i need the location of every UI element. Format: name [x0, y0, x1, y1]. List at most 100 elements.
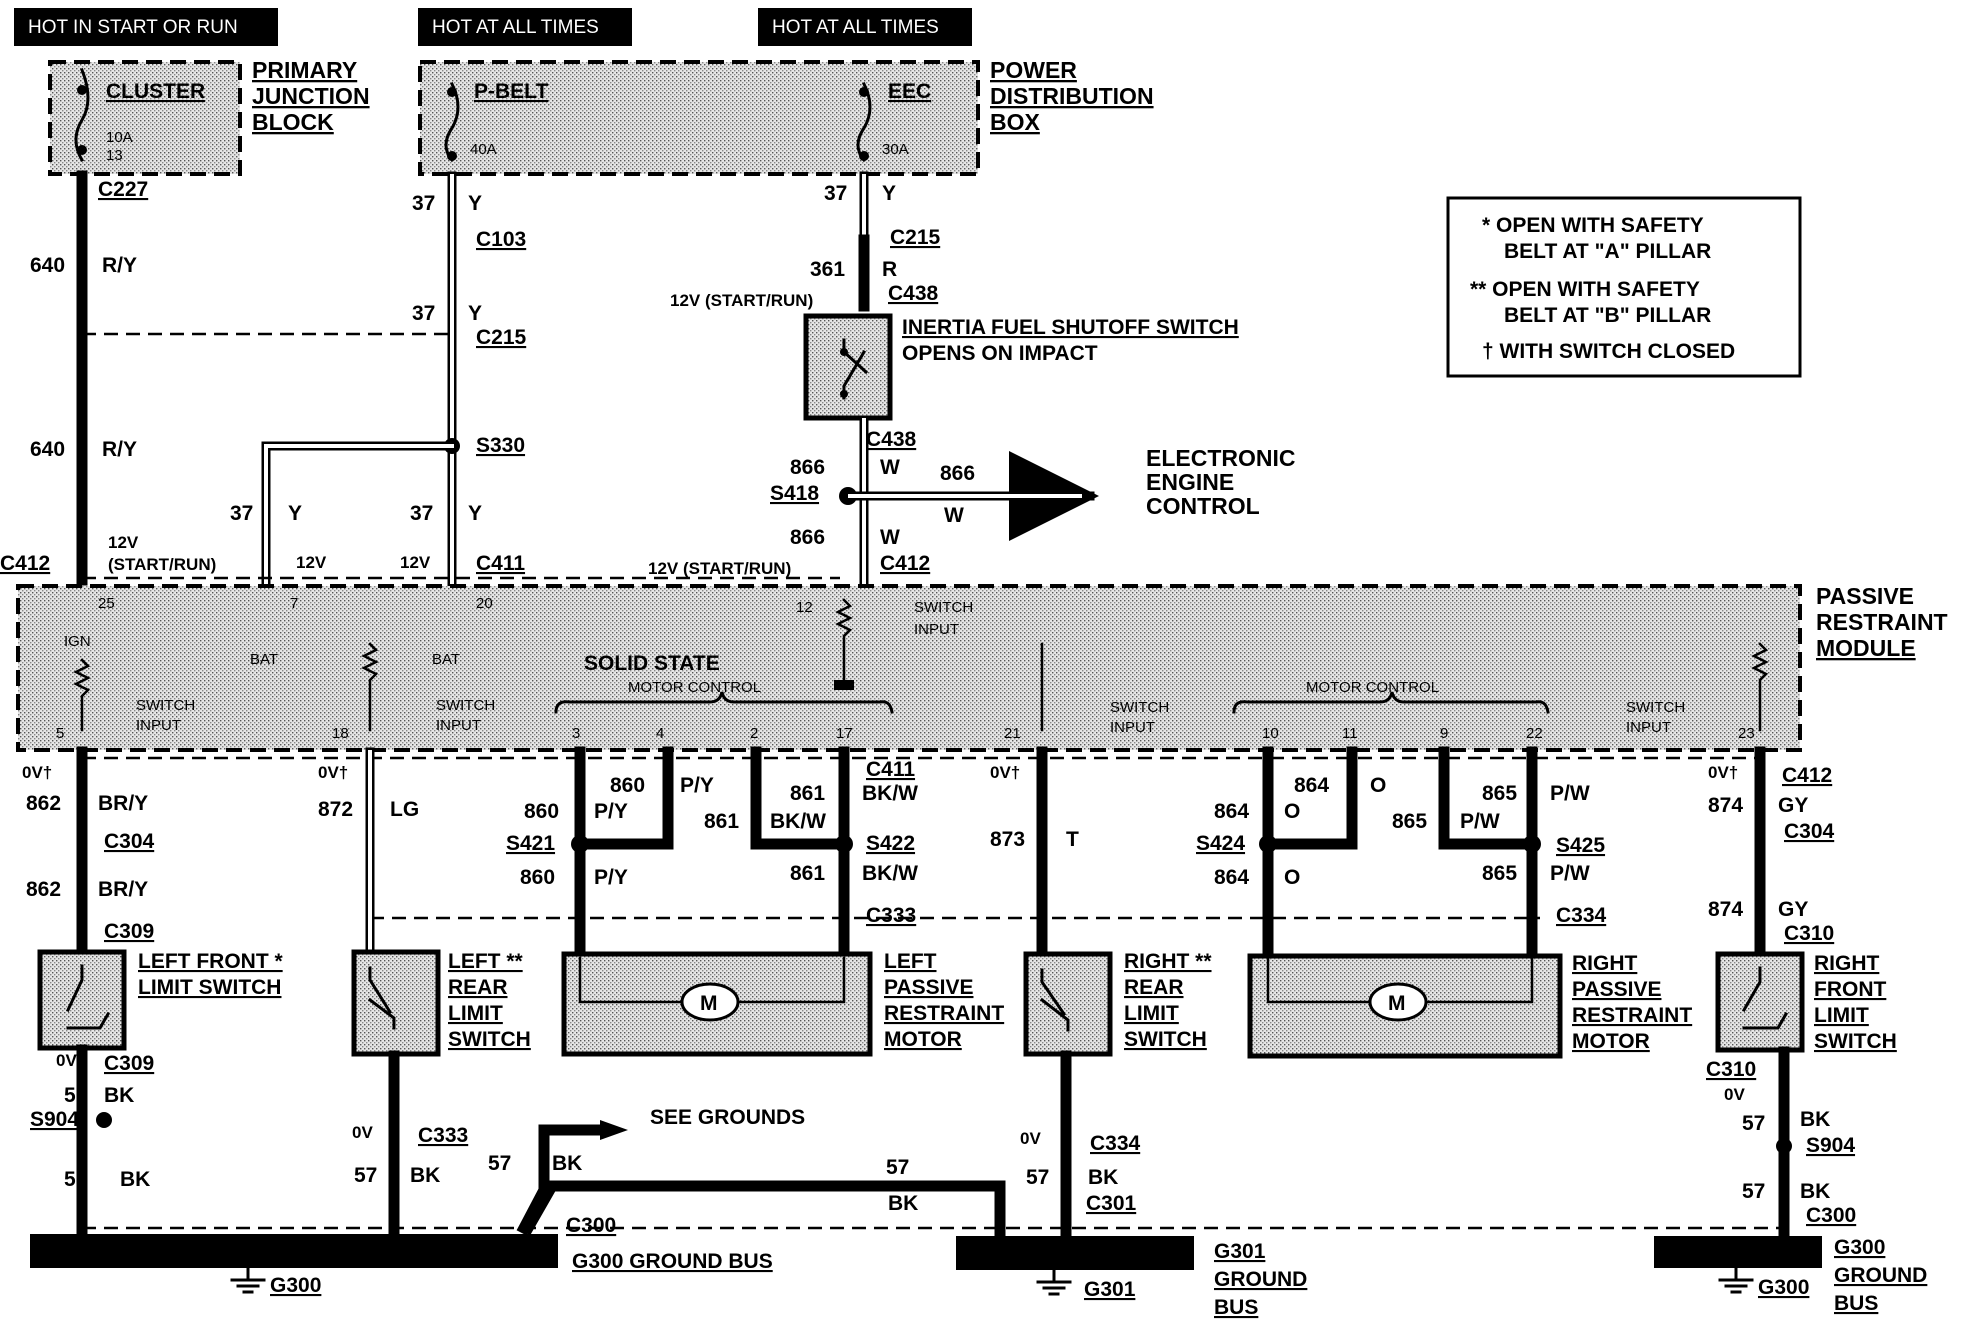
header-hot-start-run: HOT IN START OR RUN: [14, 8, 278, 46]
conn-s418: S418: [770, 482, 819, 505]
left-rear-limit-switch: [351, 949, 441, 1057]
module-resistor-4: [1751, 642, 1769, 732]
g300-ground-bus-left: [30, 1234, 558, 1268]
ground-symbol-g300-right: [1718, 1266, 1754, 1294]
right-rear-limit-switch: [1023, 951, 1113, 1057]
pjb-fuse-num: 13: [106, 147, 123, 164]
wire-865-color-2: P/W: [1460, 810, 1500, 833]
wire-640-color-1: R/Y: [102, 254, 137, 277]
wire-640-num-1: 640: [30, 254, 65, 277]
wire-57-link-num: 57: [886, 1156, 909, 1179]
pdb-fuse2-amp: 30A: [882, 141, 909, 158]
wire-861-num-3: 861: [790, 862, 825, 885]
pdb-label-1: POWER: [990, 57, 1077, 83]
conn-s421: S421: [506, 832, 555, 855]
wire-865-num-1: 865: [1482, 782, 1517, 805]
rm-label-3: RESTRAINT: [1572, 1004, 1692, 1027]
svg-text:HOT AT ALL TIMES: HOT AT ALL TIMES: [432, 17, 599, 38]
wire-37-eec-color: Y: [882, 182, 896, 205]
g300-bus-label: G300 GROUND BUS: [572, 1250, 773, 1273]
label-input-1: INPUT: [136, 717, 181, 734]
pin-20: 20: [476, 595, 493, 612]
rm-label-2: PASSIVE: [1572, 978, 1661, 1001]
power-distribution-box: [418, 60, 980, 176]
header-hot-all-times-1: HOT AT ALL TIMES: [418, 8, 632, 46]
label-input-3: INPUT: [1110, 719, 1155, 736]
rm-label-1: RIGHT: [1572, 952, 1638, 975]
legend-line-2a: ** OPEN WITH SAFETY: [1470, 278, 1700, 301]
eec-label-1: ELECTRONIC: [1146, 445, 1296, 471]
pin-23: 23: [1738, 725, 1755, 742]
g301-bus-label-1: G301: [1214, 1240, 1266, 1263]
ground-symbol-g301: [1036, 1268, 1072, 1296]
pjb-fuse-amp: 10A: [106, 129, 133, 146]
conn-c227: C227: [98, 178, 148, 201]
rf-label-2: FRONT: [1814, 978, 1886, 1001]
wire-860-b: [574, 746, 674, 850]
wire-57-sg-color: BK: [552, 1152, 582, 1175]
wire-865-color-1: P/W: [1550, 782, 1590, 805]
wire-866-num-3: 866: [790, 526, 825, 549]
pdb-fuse1-amp: 40A: [470, 141, 497, 158]
left-motor-icon: [680, 982, 740, 1022]
voltage-0v-rf: 0V: [1724, 1085, 1745, 1104]
svg-text:HOT AT ALL TIMES: HOT AT ALL TIMES: [772, 17, 939, 38]
left-front-switch-icon: [66, 964, 111, 1030]
wire-640-num-2: 640: [30, 438, 65, 461]
wire-57-rf-num-2: 57: [1742, 1180, 1765, 1203]
label-12v-start-run-module: 12V (START/RUN): [648, 559, 791, 578]
lm-label-1: LEFT: [884, 950, 937, 973]
wire-57-lf-color-1: BK: [104, 1084, 134, 1107]
wire-860-num-1: 860: [524, 800, 559, 823]
wire-864-num-2: 864: [1294, 774, 1329, 797]
conn-c333-top: C333: [866, 904, 916, 927]
fuse-pbelt-icon: [444, 81, 460, 163]
pin-2: 2: [750, 725, 758, 742]
rf-label-1: RIGHT: [1814, 952, 1880, 975]
wire-865-color-3: P/W: [1550, 862, 1590, 885]
pin-25: 25: [98, 595, 115, 612]
wire-57-lr-color: BK: [410, 1164, 440, 1187]
wire-57-lf-num-2: 57: [64, 1168, 87, 1191]
wire-861-num-2: 861: [704, 810, 739, 833]
pin-4: 4: [656, 725, 664, 742]
conn-c310-top: C310: [1784, 922, 1834, 945]
label-12v-bat2: 12V: [400, 553, 431, 572]
lm-label-3: RESTRAINT: [884, 1002, 1004, 1025]
module-ground-symbol: [834, 680, 854, 690]
module-brace-left: [554, 691, 894, 714]
wire-864-b: [1262, 746, 1358, 850]
left-motor-wiring: [578, 956, 846, 1004]
wire-37-color-3: Y: [288, 502, 302, 525]
splice-s425: [1523, 835, 1541, 853]
pjb-label-1: PRIMARY: [252, 57, 357, 83]
wire-860-color-1: P/Y: [594, 800, 628, 823]
conn-c412-mid: C412: [880, 552, 930, 575]
wire-866-num-2: 866: [940, 462, 975, 485]
wire-873-num: 873: [990, 828, 1025, 851]
wire-862-color-1: BR/Y: [98, 792, 148, 815]
conn-c300-left: C300: [566, 1214, 616, 1237]
prm-label-1: PASSIVE: [1816, 583, 1914, 609]
label-solid-state: SOLID STATE: [584, 652, 720, 675]
see-grounds-label: SEE GROUNDS: [650, 1106, 805, 1129]
wire-37-color-1: Y: [468, 192, 482, 215]
wire-872-color: LG: [390, 798, 419, 821]
g300-ground-bus-right: [1654, 1236, 1822, 1268]
rf-label-3: LIMIT: [1814, 1004, 1869, 1027]
wire-57-rf-color-2: BK: [1800, 1180, 1830, 1203]
wire-57-rr-color: BK: [1088, 1166, 1118, 1189]
wire-57-g301-link: [520, 1180, 1006, 1240]
conn-c215-right: C215: [890, 226, 941, 249]
conn-s904-right: S904: [1806, 1134, 1855, 1157]
wire-864-num-3: 864: [1214, 866, 1249, 889]
legend-box: [1446, 196, 1802, 378]
wire-57-lf-color-2: BK: [120, 1168, 150, 1191]
conn-c309-bottom: C309: [104, 1052, 154, 1075]
inertia-title: INERTIA FUEL SHUTOFF SWITCH: [902, 316, 1239, 339]
rf-label-4: SWITCH: [1814, 1030, 1897, 1053]
voltage-0v-lr: 0V: [352, 1123, 373, 1142]
wire-57-rf-color-1: BK: [1800, 1108, 1830, 1131]
g300-right-label: G300: [1758, 1276, 1809, 1299]
